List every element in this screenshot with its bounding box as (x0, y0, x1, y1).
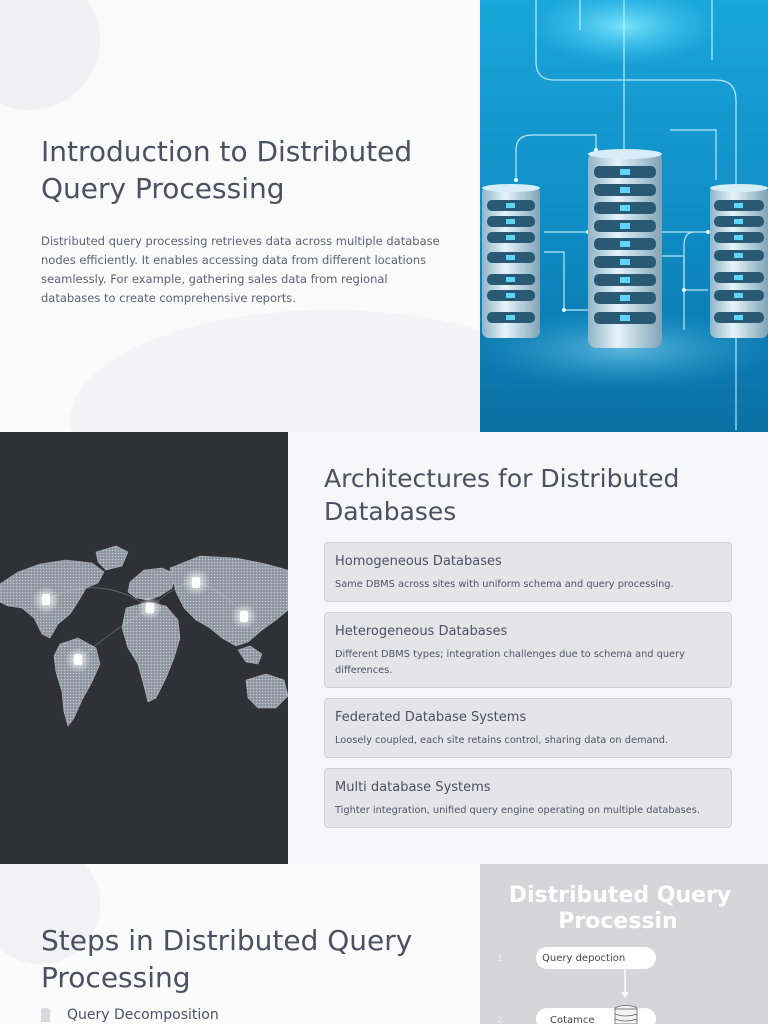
steps-section: Steps in Distributed Query Processing Qu… (0, 864, 768, 1024)
slide-row-label: Query depoction (542, 953, 625, 964)
server-racks-image (480, 0, 768, 432)
card-title: Federated Database Systems (335, 710, 527, 725)
slide-row-number: 1. (497, 954, 506, 964)
card-description: Loosely coupled, each site retains contr… (335, 735, 669, 746)
step-item: Query Decomposition (41, 1007, 461, 1023)
steps-slide-image: Distributed Query Processin 1. Query dep… (480, 864, 768, 1024)
architecture-cards: Homogeneous Databases Same DBMS across s… (324, 542, 732, 828)
card-multidatabase: Multi database Systems Tighter integrati… (324, 768, 732, 828)
card-federated: Federated Database Systems Loosely coupl… (324, 698, 732, 758)
card-title: Homogeneous Databases (335, 554, 502, 569)
card-homogeneous: Homogeneous Databases Same DBMS across s… (324, 542, 732, 602)
slide-title-line1: Distributed Query (509, 883, 732, 908)
world-map-image (0, 432, 289, 864)
decorative-background (0, 864, 100, 964)
intro-section: Introduction to Distributed Query Proces… (0, 0, 768, 432)
decorative-background (0, 0, 480, 432)
slide-title-line2: Processin (558, 909, 677, 934)
intro-title: Introduction to Distributed Query Proces… (41, 135, 413, 205)
database-icon (614, 1005, 638, 1024)
card-title: Multi database Systems (335, 780, 491, 795)
flowchart-illustration: Distributed Query Processin 1. Query dep… (497, 883, 732, 1024)
step-marker (41, 1008, 50, 1022)
architectures-section: Architectures for Distributed Databases … (0, 432, 768, 864)
slide-row-label: Cotamce (550, 1015, 595, 1024)
step-label: Query Decomposition (67, 1007, 219, 1023)
world-map-icon (0, 545, 289, 727)
card-description: Same DBMS across sites with uniform sche… (335, 579, 674, 590)
steps-title: Steps in Distributed Query Processing (41, 924, 413, 994)
card-description: Different DBMS types; integration challe… (335, 649, 685, 676)
intro-paragraph: Distributed query processing retrieves d… (41, 234, 440, 305)
card-description: Tighter integration, unified query engin… (335, 805, 700, 816)
card-heterogeneous: Heterogeneous Databases Different DBMS t… (324, 612, 732, 688)
architectures-title: Architectures for Distributed Databases (324, 464, 680, 526)
slide-row-number: 2. (497, 1016, 506, 1024)
card-title: Heterogeneous Databases (335, 624, 508, 639)
